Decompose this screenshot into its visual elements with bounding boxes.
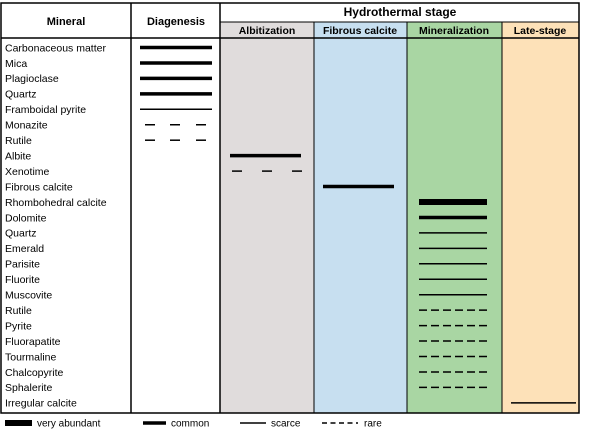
mineral-label: Fibrous calcite [5, 181, 73, 193]
mineral-rows: Carbonaceous matterMicaPlagioclaseQuartz… [5, 42, 576, 410]
mineral-label: Rhombohedral calcite [5, 197, 107, 209]
mineral-label: Xenotime [5, 166, 50, 178]
mineral-label: Rutile [5, 135, 32, 147]
mineral-label: Emerald [5, 243, 44, 255]
mineral-label: Irregular calcite [5, 398, 77, 410]
mineral-header: Mineral [47, 16, 86, 28]
mineral-label: Mica [5, 58, 27, 70]
mineral-label: Carbonaceous matter [5, 42, 106, 54]
mineral-label: Muscovite [5, 290, 52, 302]
mineral-label: Fluorapatite [5, 336, 61, 348]
mineral-label: Plagioclase [5, 73, 59, 85]
mineral-label: Dolomite [5, 212, 47, 224]
hydrothermal-stage-header: Hydrothermal stage [344, 5, 457, 19]
legend-label: very abundant [37, 419, 101, 430]
albitization-header: Albitization [239, 25, 296, 37]
mineral-label: Tourmaline [5, 351, 57, 363]
mineral-label: Albite [5, 150, 31, 162]
mineralization-header: Mineralization [419, 25, 489, 37]
late-stage-column-bg [502, 22, 579, 413]
mineral-label: Fluorite [5, 274, 40, 286]
mineral-label: Chalcopyrite [5, 367, 64, 379]
mineral-label: Quartz [5, 228, 37, 240]
legend-label: common [171, 419, 209, 430]
mineral-label: Framboidal pyrite [5, 104, 86, 116]
mineral-label: Sphalerite [5, 382, 52, 394]
late-stage-header: Late-stage [514, 25, 567, 37]
fibrous-calcite-column-bg [314, 22, 407, 413]
fibrous-calcite-header: Fibrous calcite [323, 25, 397, 37]
diagenesis-header: Diagenesis [147, 16, 205, 28]
mineral-label: Parisite [5, 259, 40, 271]
mineral-label: Quartz [5, 89, 37, 101]
mineral-label: Rutile [5, 305, 32, 317]
legend-label: rare [364, 419, 382, 430]
abundance-legend: very abundant common scarce rare [5, 419, 382, 430]
mineral-label: Pyrite [5, 320, 32, 332]
albitization-column-bg [220, 22, 314, 413]
table-frame [0, 2, 580, 414]
mineral-label: Monazite [5, 120, 48, 132]
legend-label: scarce [271, 419, 301, 430]
